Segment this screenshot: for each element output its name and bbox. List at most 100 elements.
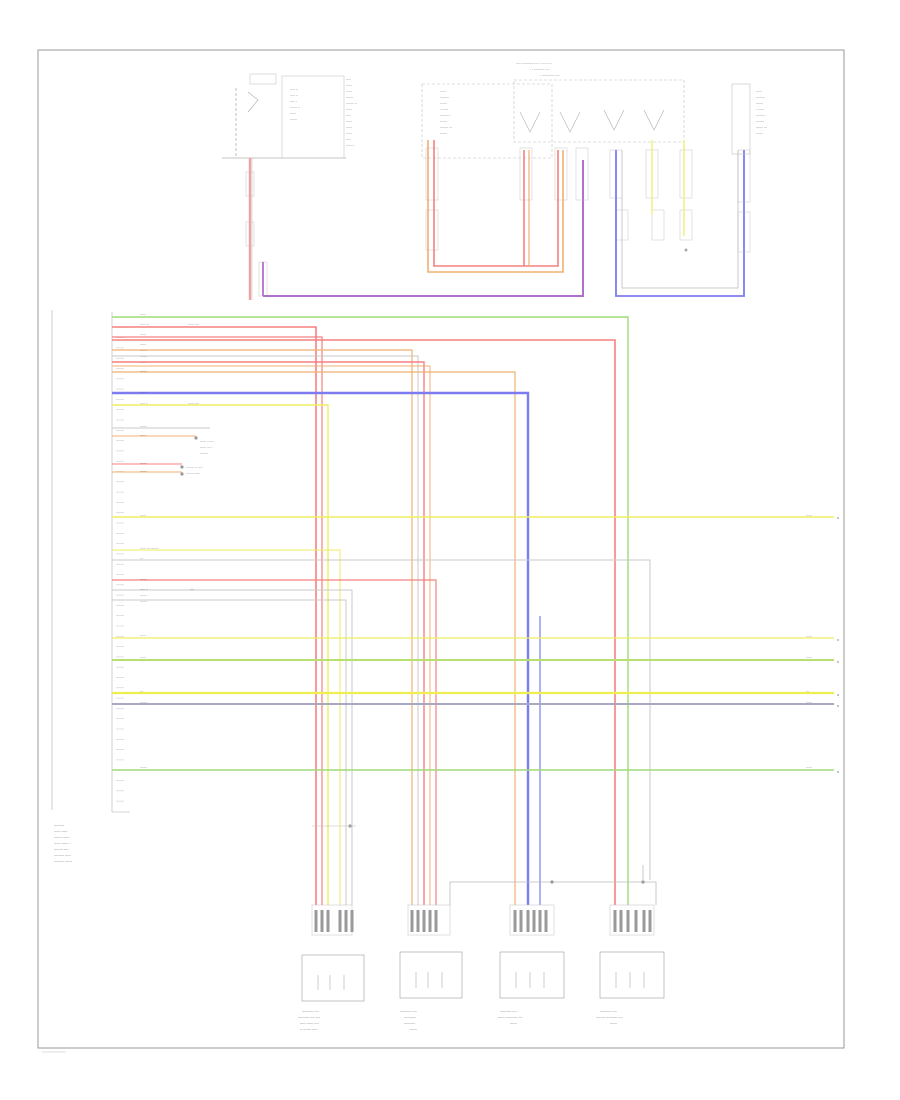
svg-text:- ------: - ------	[756, 107, 764, 111]
svg-text:------ ---- -: ------ ---- -	[200, 445, 213, 449]
svg-text:-------: -------	[140, 354, 147, 358]
svg-text:---------- ----: ---------- ----	[400, 1009, 417, 1013]
svg-text:------: ------	[140, 342, 146, 346]
svg-text:---------- ---- ----: ---------- ---- ----	[298, 1015, 320, 1019]
connector-pin	[538, 910, 542, 932]
svg-text:-----: -----	[346, 137, 351, 141]
wire-labels-right: ------------ --------- ------------	[806, 513, 812, 769]
svg-text:- ------: - ------	[440, 107, 448, 111]
svg-text:------: ------	[346, 125, 352, 129]
svg-text:--------- -: --------- -	[440, 113, 451, 117]
svg-text:------: ------	[806, 765, 812, 769]
svg-text:- - ----------- ----: - - ----------- ----	[530, 67, 549, 71]
wire-labels-left: ----------- --- ------ ---------- ------…	[140, 312, 199, 769]
svg-text:-------: -------	[440, 119, 447, 123]
svg-text:-- ------- -----: -- ------- -----	[300, 1027, 318, 1031]
far-right-component: --------------- -------- ------ --------…	[731, 83, 767, 253]
svg-text:-------: -------	[140, 369, 147, 373]
connector-pin	[434, 910, 438, 932]
svg-text:------: ------	[140, 633, 146, 637]
svg-text:------- --: ------- --	[290, 105, 300, 109]
connector-pin	[314, 910, 318, 932]
svg-text:------: ------	[140, 513, 146, 517]
svg-text:------: ------	[140, 332, 146, 336]
svg-text:------: ------	[140, 655, 146, 659]
svg-text:-------- --: -------- --	[346, 101, 357, 105]
bottom-component-3: ---------- ---------- ---------- -------…	[498, 904, 565, 1025]
svg-text:-------: -------	[290, 117, 297, 121]
top-middle-wires	[427, 140, 564, 273]
connector-pin	[416, 910, 420, 932]
svg-text:---------- ----: ---------- ----	[600, 1009, 617, 1013]
svg-text:------: ------	[510, 1021, 517, 1025]
svg-text:------: ------	[410, 1027, 417, 1031]
svg-text:------: ------	[756, 89, 762, 93]
svg-text:---: ---	[140, 556, 143, 560]
connector-pin	[626, 910, 630, 932]
svg-text:----- --: ----- --	[290, 87, 298, 91]
svg-text:----- --: ----- --	[290, 93, 298, 97]
top-left-component: ----- ------- -- ----- -------- -- -----…	[222, 73, 357, 159]
svg-text:------: ------	[346, 89, 352, 93]
svg-text:-------- ----: -------- ----	[54, 847, 69, 851]
connector-pin	[613, 910, 617, 932]
svg-text:-----: -----	[346, 77, 351, 81]
svg-text:------: ------	[140, 312, 146, 316]
svg-text:-------: -------	[140, 765, 147, 769]
connector-pin	[326, 910, 330, 932]
svg-text:-----------: -----------	[404, 1015, 416, 1019]
svg-text:------ --- --------: ------ --- --------	[140, 546, 159, 550]
svg-text:------ -- ----: ------ -- ----	[200, 439, 214, 443]
top-left-vertical-wire	[245, 158, 268, 300]
connector-pin	[642, 910, 646, 932]
bottom-component-2: ---------- -----------------------------…	[399, 904, 463, 1031]
diagram-frame	[37, 49, 845, 1049]
svg-text:---------: ---------	[756, 95, 765, 99]
svg-text:------: ------	[346, 83, 352, 87]
svg-text:----------: ----------	[404, 1021, 415, 1025]
svg-text:-------: -------	[140, 593, 147, 597]
svg-text:------- ---: ------- ---	[756, 125, 767, 129]
svg-text:----- ------ ----: ----- ------ ----	[300, 1021, 319, 1025]
svg-text:------: ------	[346, 131, 352, 135]
svg-text:------: ------	[806, 634, 812, 638]
connector-pin	[526, 910, 530, 932]
svg-text:-------: -------	[140, 424, 147, 428]
svg-text:-------: -------	[140, 700, 147, 704]
top-middle-component: --------------- -------- ------ --------…	[421, 83, 589, 251]
harness-wires	[112, 316, 834, 905]
svg-text:------ -----: ------ -----	[54, 829, 67, 833]
svg-text:-------- ---------- ----: -------- ---------- ----	[596, 1015, 623, 1019]
connector-pin	[619, 910, 623, 932]
connector-pin	[519, 910, 523, 932]
svg-text:--------: --------	[756, 119, 764, 123]
svg-text:------: ------	[140, 360, 146, 364]
svg-text:---------: ---------	[756, 113, 765, 117]
svg-text:------: ------	[346, 119, 352, 123]
connector-pin	[544, 910, 548, 932]
svg-text:----- ------------ ---- - ----: ----- ------------ ---- - -----------	[516, 61, 552, 65]
svg-text:---: ---	[806, 689, 809, 693]
svg-text:------: ------	[806, 513, 812, 517]
svg-text:------ ----: ------ ----	[188, 322, 199, 326]
svg-text:------: ------	[440, 89, 446, 93]
svg-text:------ ---------- ----: ------ ---------- ----	[498, 1015, 522, 1019]
svg-text:----- --: ----- --	[140, 587, 148, 591]
svg-text:-------: -------	[140, 469, 147, 473]
top-right-switch-assembly: ----- ------------ ---- - ----------- - …	[513, 61, 693, 252]
svg-text:-------: -------	[440, 131, 447, 135]
svg-text:-------: -------	[140, 461, 147, 465]
svg-text:---: ---	[140, 689, 143, 693]
svg-text:-------: -------	[346, 95, 353, 99]
connector-pin	[513, 910, 517, 932]
bottom-component-1: ---------- -------------- ---- ---------…	[298, 904, 365, 1031]
svg-text:------- ------: ------- ------	[54, 835, 70, 839]
svg-text:----: ----	[190, 587, 194, 591]
svg-text:-----: -----	[346, 113, 351, 117]
svg-text:-------- -- -----: -------- -- -----	[186, 465, 203, 469]
svg-text:----- ---: ----- ---	[140, 322, 149, 326]
svg-text:------ ----: ------ ----	[188, 401, 199, 405]
svg-text:------: ------	[806, 700, 812, 704]
svg-text:----- --: ----- --	[140, 401, 148, 405]
